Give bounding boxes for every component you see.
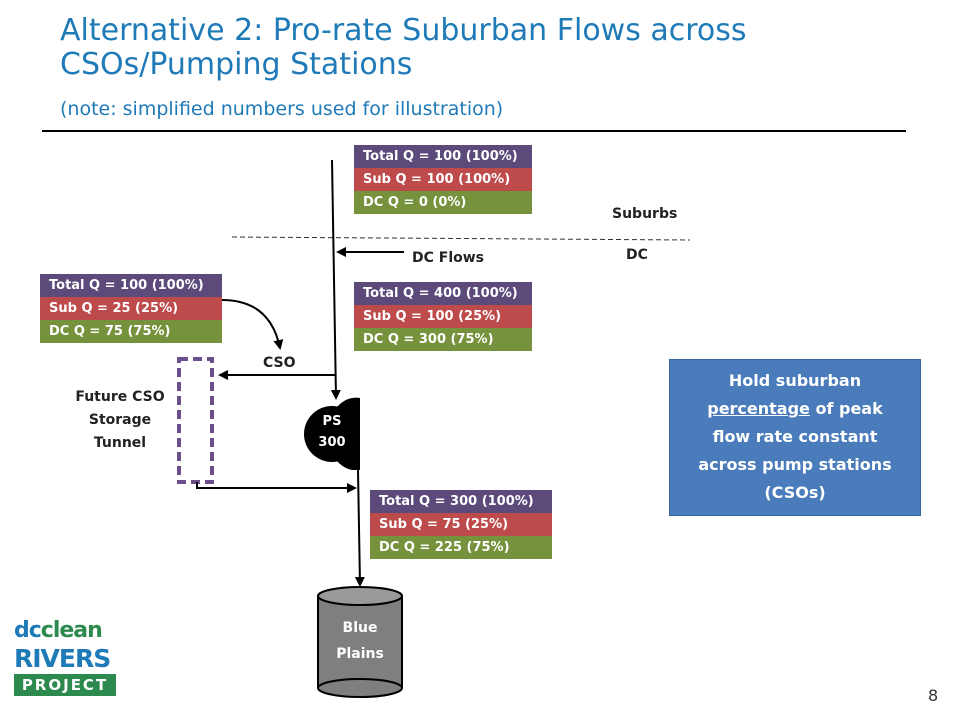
total-q-row: Total Q = 400 (100%) [354,282,532,305]
dc-flows-label: DC Flows [412,250,485,266]
callout-line3: flow rate constant [712,427,878,446]
dc-inflow-box: Total Q = 400 (100%) Sub Q = 100 (25%) D… [354,282,532,351]
storage-tunnel-label: Future CSO Storage Tunnel [66,386,174,455]
pump-station-label: PS 300 [304,411,360,453]
total-q-row: Total Q = 100 (100%) [40,274,222,297]
tunnel-label-line2: Storage [88,412,152,428]
callout-underlined-word: percentage [707,399,810,418]
cso-label: CSO [263,355,296,371]
callout-line5: (CSOs) [764,483,826,502]
cso-flow-box: Total Q = 100 (100%) Sub Q = 25 (25%) DC… [40,274,222,343]
logo-dc: dc [14,618,42,643]
tunnel-label-line3: Tunnel [93,435,147,451]
tunnel-return-arrow [196,482,357,493]
callout-line4: across pump stations [698,455,892,474]
logo-project: PROJECT [14,674,116,696]
callout-line2: percentage of peak [670,395,920,423]
sub-q-row: Sub Q = 100 (100%) [354,168,532,191]
blue-plains-label: Blue Plains [318,615,402,667]
outflow-arrow [354,469,365,587]
sub-q-row: Sub Q = 100 (25%) [354,305,532,328]
suburbs-label: Suburbs [612,206,678,222]
dc-q-row: DC Q = 225 (75%) [370,536,552,559]
main-flow-line [330,159,341,400]
logo-clean: clean [40,618,103,643]
callout-line2-rest: of peak [809,399,883,418]
ps-label-line1: PS [322,414,342,429]
logo-rivers: RIVERS [14,644,111,673]
sub-q-row: Sub Q = 25 (25%) [40,297,222,320]
total-q-row: Total Q = 100 (100%) [354,145,532,168]
tunnel-label-line1: Future CSO [75,389,165,405]
suburbs-inflow-box: Total Q = 100 (100%) Sub Q = 100 (100%) … [354,145,532,214]
outflow-box: Total Q = 300 (100%) Sub Q = 75 (25%) DC… [370,490,552,559]
dc-label: DC [626,247,648,263]
slide-title: Alternative 2: Pro-rate Suburban Flows a… [60,13,747,82]
cso-box-pointer [221,299,284,350]
ps-label-line2: 300 [318,435,346,450]
dc-q-row: DC Q = 300 (75%) [354,328,532,351]
storage-tunnel [177,357,214,484]
blue-plains-line1: Blue [342,620,378,636]
callout-box: Hold suburban percentage of peak flow ra… [669,359,921,516]
total-q-row: Total Q = 300 (100%) [370,490,552,513]
dc-q-row: DC Q = 0 (0%) [354,191,532,214]
title-divider [42,130,906,132]
blue-plains-cylinder [317,586,403,698]
dc-q-row: DC Q = 75 (75%) [40,320,222,343]
page-number: 8 [928,686,939,705]
slide-subtitle: (note: simplified numbers used for illus… [60,98,504,120]
dc-clean-rivers-logo: dcclean RIVERS PROJECT [14,618,118,702]
suburbs-dc-boundary [231,236,691,241]
sub-q-row: Sub Q = 75 (25%) [370,513,552,536]
callout-line1: Hold suburban [728,371,862,390]
blue-plains-line2: Plains [336,646,384,662]
logo-dc-clean: dcclean [14,618,103,643]
